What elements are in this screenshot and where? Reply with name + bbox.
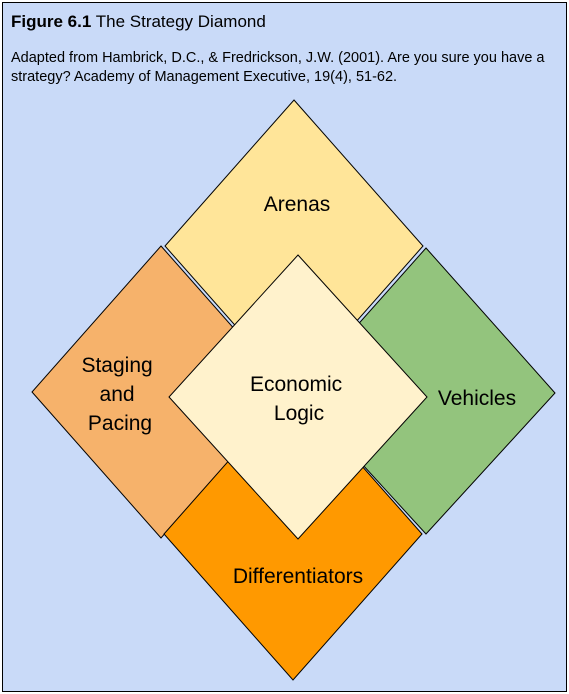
figure-citation: Adapted from Hambrick, D.C., & Fredricks… — [11, 50, 545, 85]
node-arenas: Arenas — [164, 99, 424, 393]
node-economic-logic-line-2: Logic — [274, 402, 324, 425]
node-staging-and-pacing-line-2: and — [100, 383, 135, 406]
node-economic-logic-shape — [168, 254, 428, 540]
node-vehicles-label: Vehicles — [438, 387, 516, 410]
node-economic-logic-line-1: Economic — [250, 373, 342, 396]
node-economic-logic: Economic Logic — [168, 254, 428, 540]
node-differentiators-label: Differentiators — [233, 565, 363, 588]
node-staging-and-pacing-line-1: Staging — [81, 354, 152, 377]
node-arenas-line-1: Arenas — [264, 193, 331, 216]
figure-title-text: The Strategy Diamond — [95, 12, 266, 31]
node-arenas-label: Arenas — [264, 193, 331, 216]
node-vehicles-line-1: Vehicles — [438, 387, 516, 410]
node-differentiators-line-1: Differentiators — [233, 565, 363, 588]
figure-number: Figure 6.1 — [11, 12, 92, 31]
node-staging-and-pacing-line-3: Pacing — [88, 412, 152, 435]
figure-title: Figure 6.1 The Strategy Diamond — [11, 12, 266, 32]
node-staging-and-pacing-label: Staging and Pacing — [81, 354, 158, 435]
node-economic-logic-label: Economic Logic — [250, 373, 348, 425]
